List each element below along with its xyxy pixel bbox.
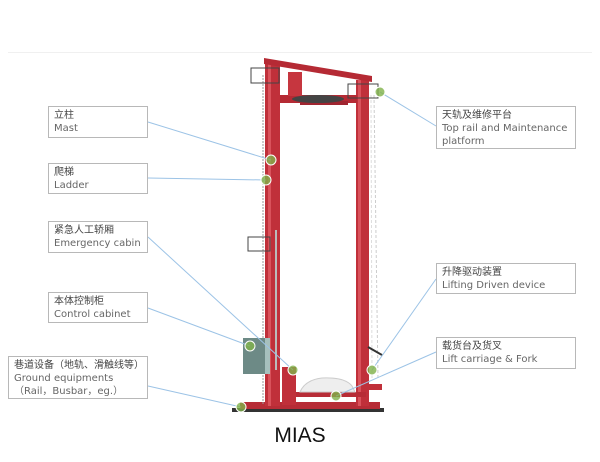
marker-mast <box>265 154 277 166</box>
label-control-cabinet: 本体控制柜 Control cabinet <box>48 292 148 323</box>
label-zh: 立柱 <box>54 110 74 121</box>
marker-lifting-device <box>366 364 378 376</box>
label-zh: 载货台及货叉 <box>442 341 502 352</box>
marker-ladder <box>260 174 272 186</box>
label-en: Control cabinet <box>54 309 131 320</box>
label-en-detail: （Rail，Busbar，eg.） <box>14 386 124 397</box>
car <box>299 377 356 393</box>
leader-lines <box>147 91 437 408</box>
marker-lift-carriage <box>330 390 342 402</box>
divider <box>8 52 592 53</box>
label-zh: 本体控制柜 <box>54 296 104 307</box>
marker-top-rail <box>374 86 386 98</box>
label-zh: 升降驱动装置 <box>442 267 502 278</box>
label-en-detail: platform <box>442 136 485 147</box>
label-lifting-device: 升降驱动装置 Lifting Driven device <box>436 263 576 294</box>
diagram-title: MIAS <box>274 424 326 447</box>
label-ground-equipments: 巷道设备（地轨、滑触线等） Ground equipments （Rail，Bu… <box>8 356 148 399</box>
label-zh: 紧急人工轿厢 <box>54 225 114 236</box>
label-en: Mast <box>54 123 78 134</box>
label-en: Top rail and Maintenance <box>442 123 568 134</box>
marker-emergency-cabin <box>287 364 299 376</box>
right-mast <box>356 80 369 406</box>
mid-platform <box>247 236 271 252</box>
top-beam <box>264 58 372 82</box>
top-platform-left <box>250 67 280 84</box>
label-emergency-cabin: 紧急人工轿厢 Emergency cabin <box>48 221 148 253</box>
label-lift-carriage: 载货台及货叉 Lift carriage & Fork <box>436 337 576 369</box>
label-en: Ground equipments <box>14 373 114 384</box>
marker-control-cabinet <box>244 340 256 352</box>
label-en: Lifting Driven device <box>442 280 546 291</box>
label-zh: 天轨及维修平台 <box>442 110 512 121</box>
label-zh: 爬梯 <box>54 167 74 178</box>
label-en: Ladder <box>54 180 89 191</box>
marker-ground-equipments <box>235 401 247 413</box>
label-mast: 立柱 Mast <box>48 106 148 138</box>
label-zh: 巷道设备（地轨、滑触线等） <box>14 360 144 371</box>
base-frame <box>240 402 380 409</box>
ground-rail <box>232 408 384 412</box>
label-en: Lift carriage & Fork <box>442 354 538 365</box>
label-ladder: 爬梯 Ladder <box>48 163 148 194</box>
label-top-rail: 天轨及维修平台 Top rail and Maintenance platfor… <box>436 106 576 149</box>
label-en: Emergency cabin <box>54 238 141 249</box>
